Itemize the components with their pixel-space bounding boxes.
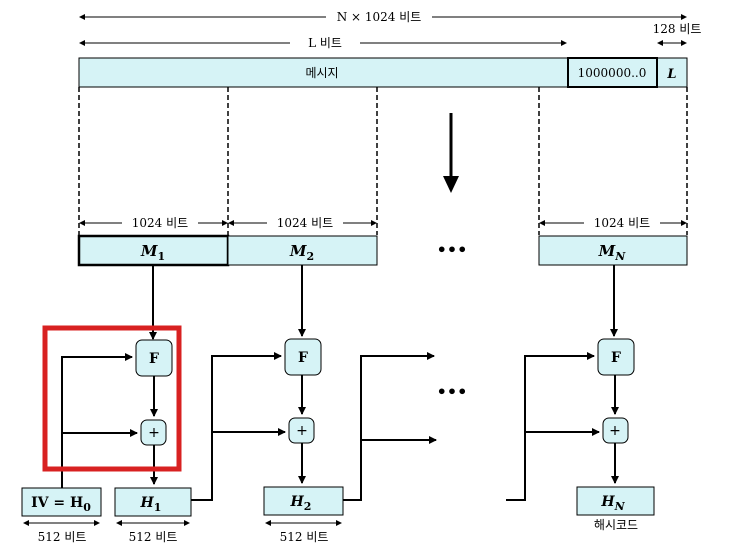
total-length-label: N × 1024 비트 — [337, 10, 422, 24]
length-field-label: 128 비트 — [653, 22, 702, 36]
padding-field — [567, 57, 658, 88]
stages-ellipsis: ••• — [437, 382, 468, 401]
hash-code-label: 해시코드 — [594, 518, 638, 532]
hn-sub: N — [614, 500, 626, 513]
message-length-label: L 비트 — [308, 36, 342, 50]
block-size-dimensions: 1024 비트 1024 비트 1024 비트 — [79, 214, 687, 230]
block-size-label-n: 1024 비트 — [594, 216, 650, 230]
m1-label: M — [140, 242, 158, 260]
block-m1: M1 — [77, 234, 230, 267]
iv-label: IV = H — [31, 495, 83, 511]
m1-sub: 1 — [157, 250, 165, 263]
total-length-dimension: N × 1024 비트 — [79, 10, 687, 24]
h1-label: H — [140, 495, 155, 511]
padding-label: 1000000..0 — [578, 66, 647, 80]
svg-text:H1: H1 — [140, 495, 162, 514]
block-size-label-2: 1024 비트 — [277, 216, 333, 230]
add-label-1: + — [148, 425, 160, 441]
highlight-frame — [42, 325, 182, 472]
mn-sub: N — [614, 250, 626, 263]
hn-label: H — [600, 494, 615, 510]
block-partition-lines — [78, 87, 688, 235]
svg-text:M1: M1 — [140, 242, 165, 263]
message-bar: 메시지 1000000..0 L — [78, 57, 688, 88]
svg-text:HN: HN — [600, 494, 625, 513]
m2-sub: 2 — [306, 250, 314, 263]
mn-label: M — [598, 242, 616, 260]
h2-size-label: 512 비트 — [280, 530, 329, 544]
hn-box: HN — [576, 486, 655, 516]
h1-sub: 1 — [154, 501, 162, 514]
iv-size-label: 512 비트 — [38, 530, 87, 544]
add-label-n: + — [609, 423, 621, 439]
block-mn: MN — [538, 235, 688, 266]
blocks-ellipsis: ••• — [437, 240, 468, 259]
h2-label: H — [290, 494, 305, 510]
f-label-n: F — [611, 350, 621, 366]
svg-text:H2: H2 — [290, 494, 312, 513]
add-label-2: + — [296, 423, 308, 439]
message-length-dimension: L 비트 — [79, 36, 567, 50]
f-label-1: F — [149, 351, 159, 367]
svg-text:MN: MN — [598, 242, 627, 263]
h1-box: H1 — [114, 487, 192, 517]
stage-1: F + — [61, 265, 173, 488]
length-field-dimension: 128 비트 — [653, 22, 702, 46]
iv-sub: 0 — [83, 501, 91, 514]
length-field-symbol: L — [666, 67, 676, 82]
svg-text:M2: M2 — [289, 242, 314, 263]
stage-n: F + — [506, 265, 635, 501]
h1-size-label: 512 비트 — [129, 530, 178, 544]
svg-text:IV = H0: IV = H0 — [31, 495, 91, 514]
iv-box: IV = H0 — [21, 487, 102, 517]
m2-label: M — [289, 242, 307, 260]
f-label-2: F — [298, 350, 308, 366]
message-label: 메시지 — [305, 66, 338, 80]
stage-2: F + — [191, 265, 322, 501]
block-m2: M2 — [227, 235, 378, 266]
chain-from-h2 — [343, 352, 437, 501]
block-size-label-1: 1024 비트 — [132, 216, 188, 230]
split-arrow — [443, 113, 459, 193]
hash-size-dimensions: 512 비트 512 비트 512 비트 — [23, 520, 342, 544]
h2-box: H2 — [263, 486, 344, 516]
h2-sub: 2 — [304, 500, 312, 513]
